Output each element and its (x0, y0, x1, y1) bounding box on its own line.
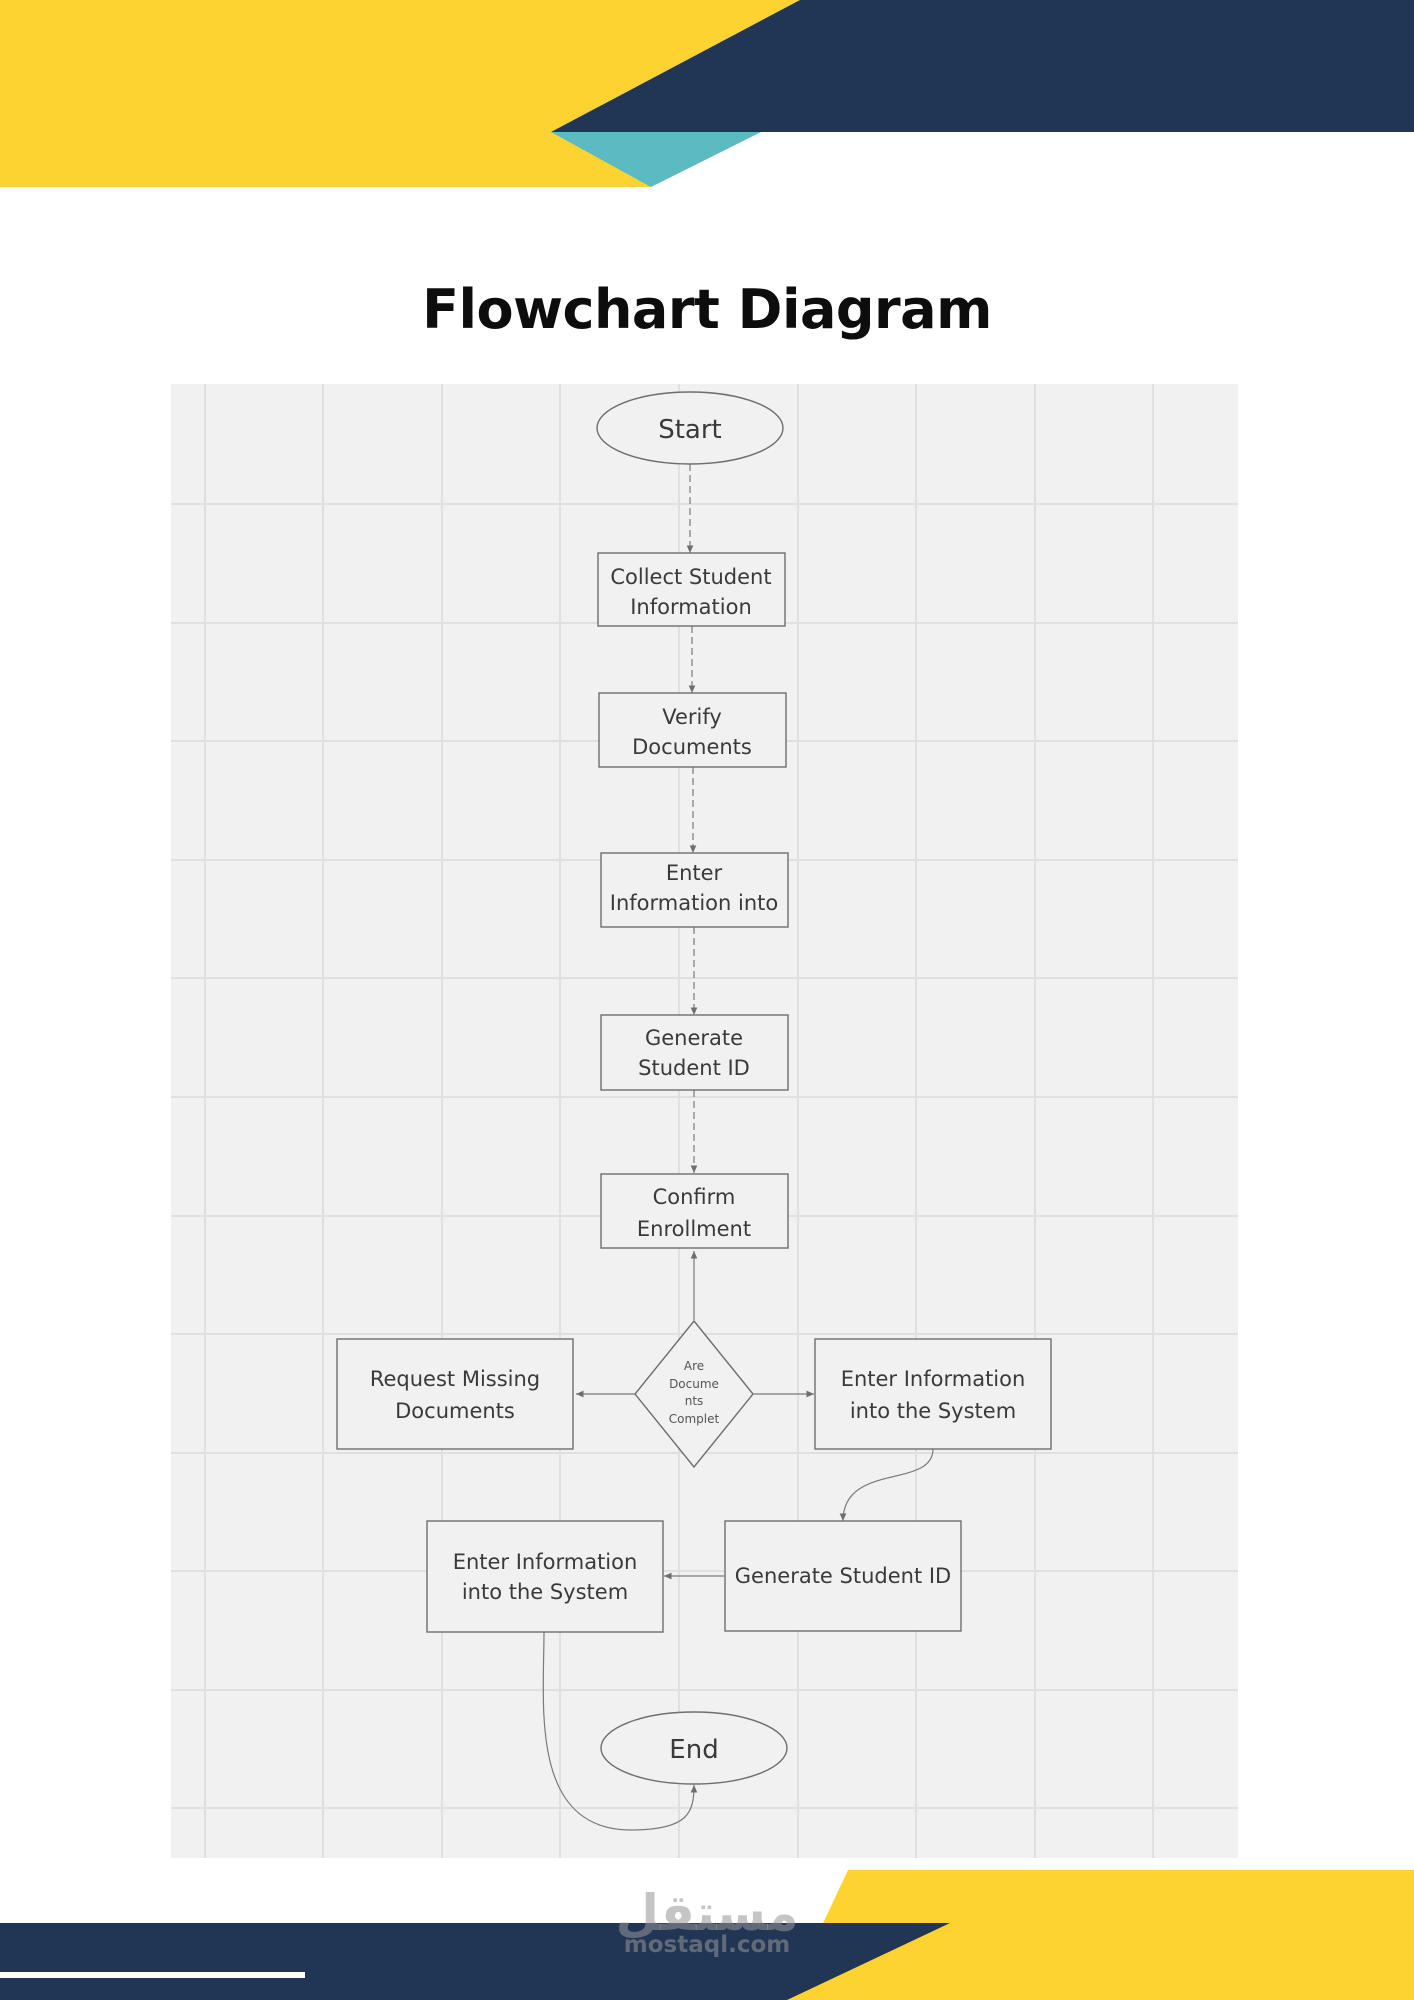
flowchart-canvas: Start Collect Student Information Verify… (171, 384, 1238, 1858)
node-enter-information-top: Enter Information into (600, 852, 789, 928)
node-generate-student-id-top: Generate Student ID (600, 1014, 789, 1091)
node-enter-top-label-line1: Enter (666, 861, 723, 885)
edge-enter-bottom-to-end (542, 1631, 698, 1831)
node-decision-label-line3: nts (685, 1394, 704, 1408)
node-enter-bottom-label-line2: into the System (462, 1580, 628, 1604)
flowchart-svg: Start Collect Student Information Verify… (171, 384, 1238, 1858)
footer-navy-band (0, 1923, 950, 2000)
page-title: Flowchart Diagram (422, 278, 992, 341)
node-decision-label-line2: Docume (669, 1377, 719, 1391)
node-confirm-enrollment: Confirm Enrollment (600, 1173, 789, 1249)
node-request-missing-documents: Request Missing Documents (336, 1338, 574, 1450)
watermark-arabic: مستقل (615, 1884, 799, 1942)
node-end: End (600, 1711, 788, 1785)
node-collect-label-line1: Collect Student (610, 565, 771, 589)
header-navy-band (551, 0, 1414, 132)
node-enter-top-label-line2: Information into (610, 891, 778, 915)
node-generate-bottom-label: Generate Student ID (735, 1564, 951, 1588)
node-enter-information-right: Enter Information into the System (814, 1338, 1052, 1450)
node-generate-top-label-line2: Student ID (638, 1056, 750, 1080)
watermark-latin: mostaql.com (623, 1932, 791, 1958)
node-verify-documents: Verify Documents (598, 692, 787, 768)
footer-yellow-band (787, 1870, 1414, 2000)
node-verify-label-line2: Documents (632, 735, 752, 759)
header-decoration (0, 0, 1414, 187)
footer-white-stripe (0, 1972, 305, 1978)
node-verify-label-line1: Verify (662, 705, 722, 729)
node-enter-right-label-line1: Enter Information (841, 1367, 1026, 1391)
connectors (542, 464, 934, 1831)
node-start-label: Start (658, 415, 722, 445)
node-start: Start (596, 391, 784, 465)
node-generate-student-id-bottom: Generate Student ID (724, 1520, 962, 1632)
node-enter-right-label-line2: into the System (850, 1399, 1016, 1423)
node-decision-label-line4: Complet (669, 1412, 720, 1426)
node-confirm-label-line2: Enrollment (637, 1217, 751, 1241)
footer-decoration (0, 1870, 1414, 2000)
node-decision-documents-complete: Are Docume nts Complet (634, 1319, 754, 1469)
node-enter-bottom-label-line1: Enter Information (453, 1550, 638, 1574)
node-generate-top-label-line1: Generate (645, 1026, 743, 1050)
node-confirm-label-line1: Confirm (653, 1185, 736, 1209)
header-teal-triangle (551, 132, 761, 187)
node-collect-student-information: Collect Student Information (597, 552, 786, 627)
node-request-label-line1: Request Missing (370, 1367, 540, 1391)
node-enter-information-bottom: Enter Information into the System (426, 1520, 664, 1633)
edge-enter-right-to-generate-bottom (839, 1448, 934, 1522)
node-request-label-line2: Documents (395, 1399, 515, 1423)
node-end-label: End (669, 1735, 718, 1765)
node-decision-label-line1: Are (684, 1359, 704, 1373)
node-collect-label-line2: Information (630, 595, 752, 619)
